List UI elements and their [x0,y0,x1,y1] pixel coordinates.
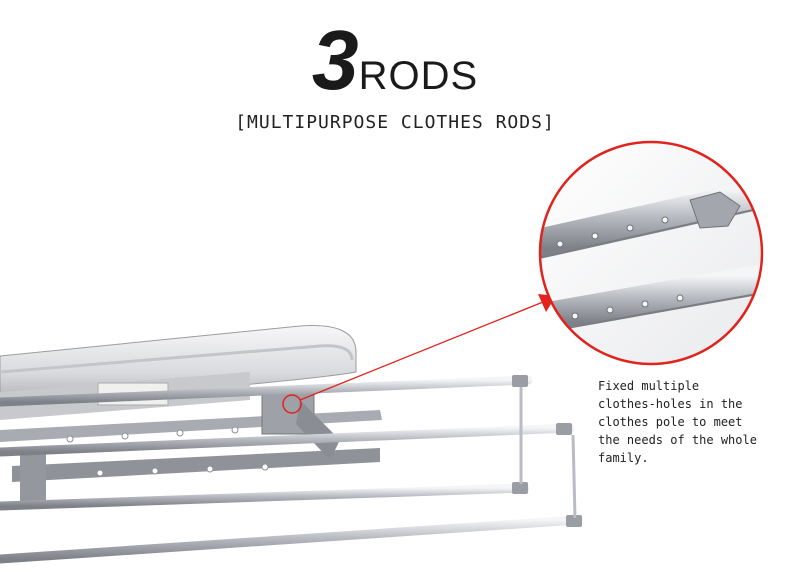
feature-caption: Fixed multiple clothes-holes in the clot… [598,379,757,465]
rod-link [571,434,577,519]
rod-1 [0,375,533,407]
callout-target-circle [282,394,302,414]
rod-4 [0,515,583,564]
rod-end-cap [512,375,528,387]
frame-bracket-left [20,452,46,502]
dryer-frame [0,387,382,502]
headline-number: 3 [311,13,359,107]
headline: 3RODS [0,18,790,118]
rod-end-cap [512,482,528,494]
rod-3 [0,483,530,511]
headline-word: RODS [358,54,479,98]
zoom-detail [538,140,764,366]
rod-2 [0,423,575,457]
rod-end-cap [556,423,572,435]
subtitle: [MULTIPURPOSE CLOTHES RODS] [235,112,555,133]
rod-end-cap [566,515,582,527]
clothes-rods [0,375,583,564]
zoom-circle-border [538,140,764,366]
callout-line [299,299,549,401]
